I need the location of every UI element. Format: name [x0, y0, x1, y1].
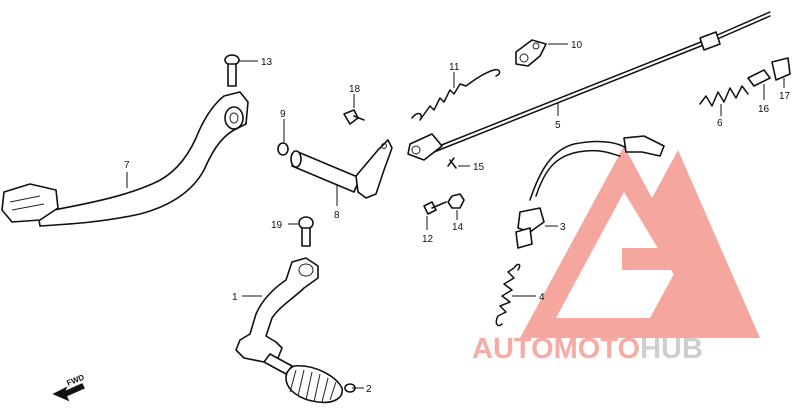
cotter-pin [447, 157, 457, 169]
pedal-bolt [224, 54, 240, 87]
leader-lines [126, 43, 785, 389]
part-label-18: 18 [349, 84, 361, 95]
shaft-washer [277, 142, 289, 156]
part-label-7: 7 [124, 160, 130, 171]
footpeg-rubber [285, 365, 356, 404]
part-label-8: 8 [334, 210, 340, 221]
small-bolt [343, 109, 365, 125]
part-label-1: 1 [232, 292, 238, 303]
watermark-auto: AUTO [472, 333, 554, 365]
watermark-moto: MOTO [554, 333, 640, 365]
part-number-labels: 13 7 9 8 18 11 10 5 15 12 14 3 4 6 16 17… [124, 40, 791, 395]
part-label-4: 4 [539, 292, 545, 303]
part-label-2: 2 [366, 384, 372, 395]
brake-shaft [290, 139, 393, 199]
part-label-16: 16 [758, 104, 770, 115]
nut [447, 193, 465, 209]
brake-light-switch [515, 207, 545, 249]
shift-lever [235, 257, 319, 375]
cable-bracket [515, 39, 547, 67]
part-label-9: 9 [280, 109, 286, 120]
switch-cable [529, 135, 665, 201]
part-label-11: 11 [449, 62, 460, 73]
switch-spring [495, 263, 521, 327]
lever-bolt [298, 216, 314, 247]
part-label-6: 6 [717, 118, 723, 129]
adjusting-nut [747, 69, 771, 87]
watermark-triangle-logo [520, 146, 760, 338]
part-label-3: 3 [560, 222, 566, 233]
part-label-10: 10 [571, 40, 583, 51]
part-label-13: 13 [261, 57, 273, 68]
part-label-12: 12 [422, 234, 434, 245]
part-label-5: 5 [555, 120, 561, 131]
brake-cable [407, 11, 771, 161]
part-label-15: 15 [473, 162, 485, 173]
part-label-17: 17 [779, 91, 791, 102]
watermark-text: AUTOMOTOHUB [472, 333, 703, 365]
svg-text:AUTOMOTOHUB: AUTOMOTOHUB [472, 333, 703, 365]
adjuster-spring [699, 85, 749, 107]
brake-pedal [1, 91, 249, 227]
part-label-14: 14 [452, 222, 464, 233]
part-label-19: 19 [271, 220, 283, 231]
forward-arrow-icon [52, 383, 85, 402]
bolt [423, 201, 447, 215]
return-spring [411, 68, 501, 121]
watermark-hub: HUB [640, 333, 703, 365]
cable-joint [771, 57, 791, 81]
